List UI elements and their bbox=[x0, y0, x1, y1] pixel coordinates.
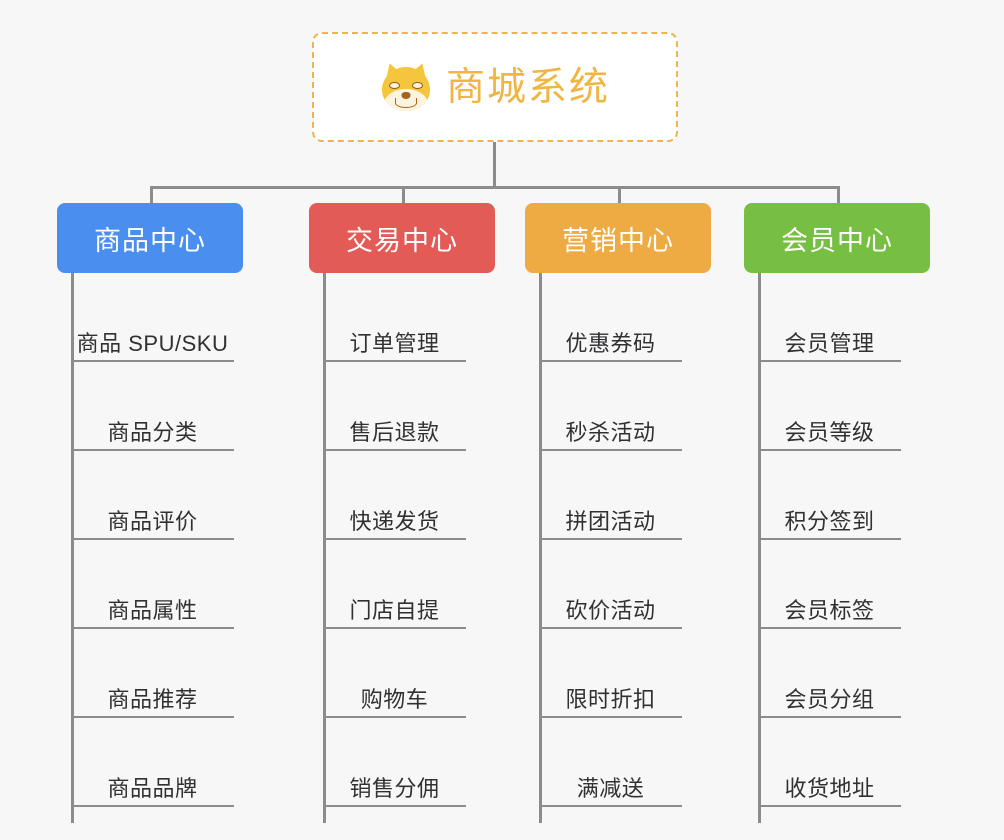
leaf-item[interactable]: 积分签到 bbox=[758, 451, 901, 540]
leaf-item[interactable]: 订单管理 bbox=[323, 273, 466, 362]
leaf-label: 购物车 bbox=[360, 686, 429, 712]
leaf-list-member-center: 会员管理 会员等级 积分签到 会员标签 会员分组 收货地址 bbox=[758, 273, 901, 807]
branch-spine bbox=[758, 273, 761, 823]
leaf-label: 门店自提 bbox=[349, 597, 440, 623]
branch-label: 商品中心 bbox=[94, 225, 206, 256]
leaf-item[interactable]: 优惠券码 bbox=[539, 273, 682, 362]
root-title: 商城系统 bbox=[445, 65, 610, 109]
branch-header-member-center[interactable]: 会员中心 bbox=[744, 203, 930, 273]
branch-marketing-center: 营销中心 优惠券码 秒杀活动 拼团活动 砍价活动 限时折扣 满减送 bbox=[525, 203, 711, 823]
leaf-label: 会员等级 bbox=[784, 419, 875, 445]
leaf-label: 销售分佣 bbox=[349, 775, 440, 801]
leaf-item[interactable]: 门店自提 bbox=[323, 540, 466, 629]
leaf-label: 商品 SPU/SKU bbox=[76, 330, 229, 356]
leaf-item[interactable]: 销售分佣 bbox=[323, 718, 466, 807]
leaf-label: 秒杀活动 bbox=[565, 419, 656, 445]
connector-branch-drop-3 bbox=[618, 186, 621, 206]
branch-spine bbox=[71, 273, 74, 823]
leaf-label: 收货地址 bbox=[784, 775, 875, 801]
leaf-item[interactable]: 会员管理 bbox=[758, 273, 901, 362]
connector-branch-drop-2 bbox=[402, 186, 405, 206]
leaf-item[interactable]: 商品分类 bbox=[71, 362, 234, 451]
leaf-item[interactable]: 快递发货 bbox=[323, 451, 466, 540]
leaf-label: 拼团活动 bbox=[565, 508, 656, 534]
leaf-item[interactable]: 满减送 bbox=[539, 718, 682, 807]
leaf-item[interactable]: 商品 SPU/SKU bbox=[71, 273, 234, 362]
root-node[interactable]: 商城系统 bbox=[312, 32, 678, 142]
leaf-item[interactable]: 售后退款 bbox=[323, 362, 466, 451]
leaf-label: 优惠券码 bbox=[565, 330, 656, 356]
leaf-item[interactable]: 商品属性 bbox=[71, 540, 234, 629]
connector-root-drop bbox=[493, 142, 496, 188]
leaf-label: 会员标签 bbox=[784, 597, 875, 623]
leaf-label: 商品属性 bbox=[107, 597, 198, 623]
leaf-list-product-center: 商品 SPU/SKU 商品分类 商品评价 商品属性 商品推荐 商品品牌 bbox=[71, 273, 234, 807]
branch-spine bbox=[539, 273, 542, 823]
leaf-item[interactable]: 秒杀活动 bbox=[539, 362, 682, 451]
leaf-label: 快递发货 bbox=[349, 508, 440, 534]
leaf-label: 商品评价 bbox=[107, 508, 198, 534]
leaf-label: 积分签到 bbox=[784, 508, 875, 534]
branch-spine bbox=[323, 273, 326, 823]
leaf-label: 会员分组 bbox=[784, 686, 875, 712]
leaf-item[interactable]: 会员分组 bbox=[758, 629, 901, 718]
branch-header-product-center[interactable]: 商品中心 bbox=[57, 203, 243, 273]
branch-member-center: 会员中心 会员管理 会员等级 积分签到 会员标签 会员分组 收货地址 bbox=[744, 203, 930, 823]
leaf-label: 售后退款 bbox=[349, 419, 440, 445]
leaf-list-trade-center: 订单管理 售后退款 快递发货 门店自提 购物车 销售分佣 bbox=[323, 273, 466, 807]
leaf-label: 订单管理 bbox=[349, 330, 440, 356]
branch-header-trade-center[interactable]: 交易中心 bbox=[309, 203, 495, 273]
leaf-item[interactable]: 商品品牌 bbox=[71, 718, 234, 807]
leaf-item[interactable]: 拼团活动 bbox=[539, 451, 682, 540]
leaf-item[interactable]: 购物车 bbox=[323, 629, 466, 718]
leaf-list-marketing-center: 优惠券码 秒杀活动 拼团活动 砍价活动 限时折扣 满减送 bbox=[539, 273, 682, 807]
leaf-label: 限时折扣 bbox=[565, 686, 656, 712]
branch-label: 会员中心 bbox=[781, 225, 893, 256]
connector-branch-drop-1 bbox=[150, 186, 153, 206]
leaf-label: 砍价活动 bbox=[565, 597, 656, 623]
leaf-item[interactable]: 限时折扣 bbox=[539, 629, 682, 718]
leaf-label: 商品品牌 bbox=[107, 775, 198, 801]
leaf-label: 商品推荐 bbox=[107, 686, 198, 712]
branch-label: 营销中心 bbox=[562, 225, 674, 256]
branch-trade-center: 交易中心 订单管理 售后退款 快递发货 门店自提 购物车 销售分佣 bbox=[309, 203, 495, 823]
shiba-inu-icon bbox=[380, 60, 432, 112]
leaf-label: 商品分类 bbox=[107, 419, 198, 445]
leaf-label: 会员管理 bbox=[784, 330, 875, 356]
branch-header-marketing-center[interactable]: 营销中心 bbox=[525, 203, 711, 273]
leaf-item[interactable]: 会员等级 bbox=[758, 362, 901, 451]
leaf-item[interactable]: 商品评价 bbox=[71, 451, 234, 540]
branch-label: 交易中心 bbox=[346, 225, 458, 256]
connector-horizontal-bus bbox=[150, 186, 840, 189]
leaf-item[interactable]: 会员标签 bbox=[758, 540, 901, 629]
leaf-item[interactable]: 砍价活动 bbox=[539, 540, 682, 629]
branch-product-center: 商品中心 商品 SPU/SKU 商品分类 商品评价 商品属性 商品推荐 商品品牌 bbox=[57, 203, 243, 823]
connector-branch-drop-4 bbox=[837, 186, 840, 206]
leaf-item[interactable]: 收货地址 bbox=[758, 718, 901, 807]
leaf-label: 满减送 bbox=[576, 775, 645, 801]
leaf-item[interactable]: 商品推荐 bbox=[71, 629, 234, 718]
